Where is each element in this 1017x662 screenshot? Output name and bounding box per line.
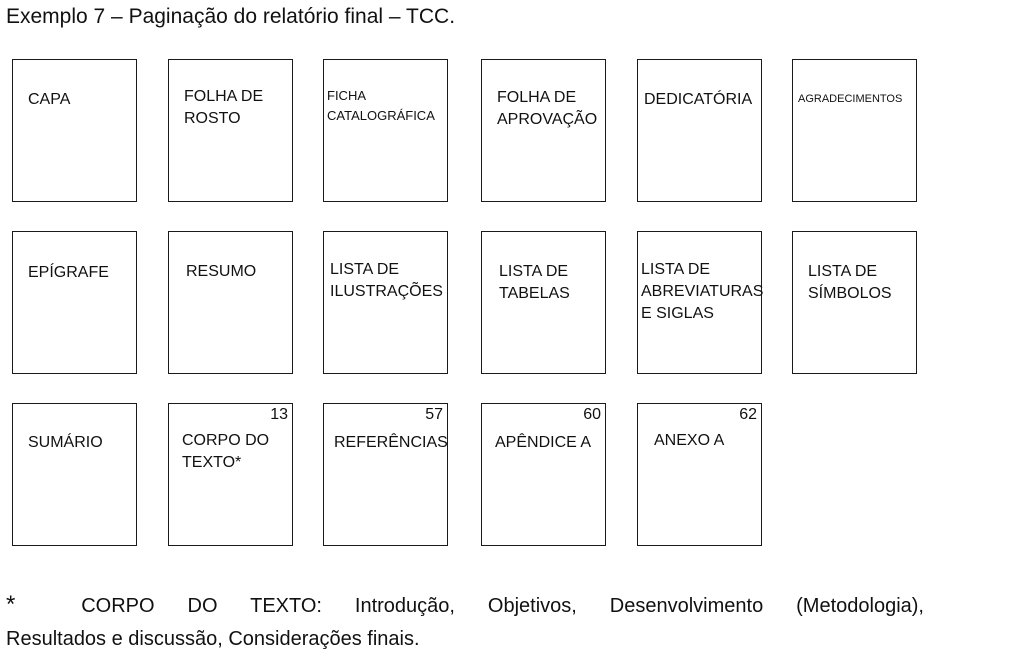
page-box-resumo: RESUMO <box>168 231 293 374</box>
box-label: EPÍGRAFE <box>28 264 109 281</box>
footnote-line-1: * CORPO DO TEXTO: Introdução, Objetivos,… <box>6 588 924 623</box>
page-box-anexo-a: 62 ANEXO A <box>637 403 762 546</box>
page-box-referencias: 57 REFERÊNCIAS <box>323 403 448 546</box>
page-box-lista-de-tabelas: LISTA DE TABELAS <box>481 231 606 374</box>
page-box-dedicatoria: DEDICATÓRIA <box>637 59 762 202</box>
page-box-capa: CAPA <box>12 59 137 202</box>
box-label: SUMÁRIO <box>28 434 103 451</box>
page-box-apendice-a: 60 APÊNDICE A <box>481 403 606 546</box>
page-box-agradecimentos: AGRADECIMENTOS <box>792 59 917 202</box>
box-label: CAPA <box>28 91 71 108</box>
box-label: LISTA DE TABELAS <box>499 263 570 302</box>
page-box-sumario: SUMÁRIO <box>12 403 137 546</box>
footnote: * CORPO DO TEXTO: Introdução, Objetivos,… <box>6 588 924 656</box>
page-box-folha-de-aprovacao: FOLHA DE APROVAÇÃO <box>481 59 606 202</box>
footnote-marker: * <box>6 591 16 618</box>
box-label: DEDICATÓRIA <box>644 91 753 108</box>
box-label: FOLHA DE ROSTO <box>184 88 264 127</box>
footnote-text-2: Resultados e discussão, Considerações fi… <box>6 628 420 650</box>
box-label: LISTA DE ABREVIATURAS E SIGLAS <box>641 261 764 322</box>
box-label: APÊNDICE A <box>495 434 592 451</box>
page-box-lista-de-simbolos: LISTA DE SÍMBOLOS <box>792 231 917 374</box>
page-box-lista-de-abreviaturas: LISTA DE ABREVIATURAS E SIGLAS <box>637 231 764 374</box>
box-label: ANEXO A <box>654 432 725 449</box>
page-box-folha-de-rosto: FOLHA DE ROSTO <box>168 59 293 202</box>
diagram-title: Exemplo 7 – Paginação do relatório final… <box>6 5 456 28</box>
page-box-epigrafe: EPÍGRAFE <box>12 231 137 374</box>
box-label: RESUMO <box>186 263 257 280</box>
page-number: 57 <box>425 406 443 423</box>
box-label: REFERÊNCIAS <box>334 434 448 451</box>
box-label: FOLHA DE APROVAÇÃO <box>497 89 598 128</box>
box-label: LISTA DE ILUSTRAÇÕES <box>330 261 443 300</box>
box-label: FICHA CATALOGRÁFICA <box>327 88 435 123</box>
box-label: LISTA DE SÍMBOLOS <box>808 263 892 302</box>
page-box-ficha-catalografica: FICHA CATALOGRÁFICA <box>323 59 448 202</box>
box-label: AGRADECIMENTOS <box>798 93 903 105</box>
page-box-corpo-do-texto: 13 CORPO DO TEXTO* <box>168 403 293 546</box>
footnote-text-1: CORPO DO TEXTO: Introdução, Objetivos, D… <box>81 595 924 617</box>
page-number: 13 <box>270 406 288 423</box>
page-box-lista-de-ilustracoes: LISTA DE ILUSTRAÇÕES <box>323 231 448 374</box>
page-number: 60 <box>583 406 601 423</box>
box-label: CORPO DO TEXTO* <box>182 432 270 471</box>
page-number: 62 <box>739 406 757 423</box>
